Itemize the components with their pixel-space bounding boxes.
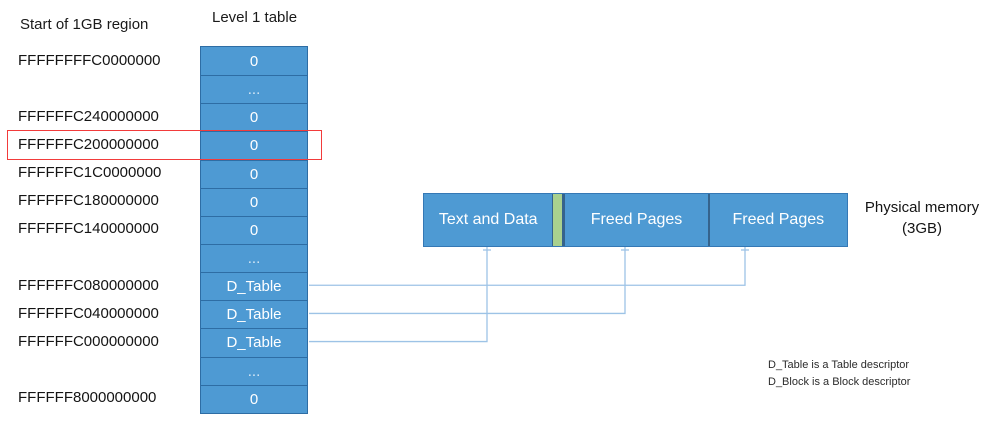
physical-memory-bar: Text and Data Freed Pages Freed Pages [423,193,848,247]
highlight-rectangle [7,129,322,161]
memory-block-label: Freed Pages [732,211,825,228]
descriptor-notes: D_Table is a Table descriptor D_Block is… [768,357,910,391]
note-dtable: D_Table is a Table descriptor [768,359,910,371]
table-cell: D_Table [201,300,307,329]
connector-line [309,241,746,286]
table-cell: D_Table [201,272,307,301]
memory-block: Text and Data [424,194,553,246]
allocated-strip [552,194,563,246]
physical-memory-label-line2: (3GB) [901,220,942,237]
table-cell: 0 [201,159,307,188]
address-label: FFFFFFC000000000 [18,333,159,351]
address-label: FFFFFFC040000000 [18,304,159,322]
table-cell: 0 [201,215,307,244]
address-label: FFFFFFC1C0000000 [18,164,162,182]
table-title: Level 1 table [212,9,298,26]
connector-line [309,241,626,315]
address-label: FFFFFFC080000000 [18,276,159,294]
note-dblock: D_Block is a Block descriptor [768,376,911,388]
connector-line [309,241,488,343]
table-cell: 0 [201,47,307,76]
physical-memory-label: Physical memory (3GB) [850,197,994,239]
table-cell: ... [201,75,307,104]
address-label: FFFFFFC140000000 [18,220,159,238]
table-cell: ... [201,356,307,385]
address-label: FFFFFFC240000000 [18,107,159,125]
memory-block: Freed Pages [707,194,847,246]
physical-memory-label-line1: Physical memory [864,199,980,216]
memory-block: Freed Pages [562,194,708,246]
address-label: FFFFFFFFC0000000 [18,51,161,69]
table-cell: D_Table [201,328,307,357]
memory-block-label: Text and Data [438,211,538,228]
table-cell: 0 [201,187,307,216]
table-cell: 0 [201,103,307,132]
left-column-title: Start of 1GB region [20,16,149,33]
memory-block-label: Freed Pages [590,211,683,228]
table-cell: 0 [201,384,307,413]
address-label: FFFFFFC200000000 [18,136,159,153]
table-cell: ... [201,243,307,273]
table-cell: 0 [201,131,307,160]
address-label: FFFFFFC180000000 [18,192,159,210]
address-label: FFFFFF8000000000 [18,389,157,407]
